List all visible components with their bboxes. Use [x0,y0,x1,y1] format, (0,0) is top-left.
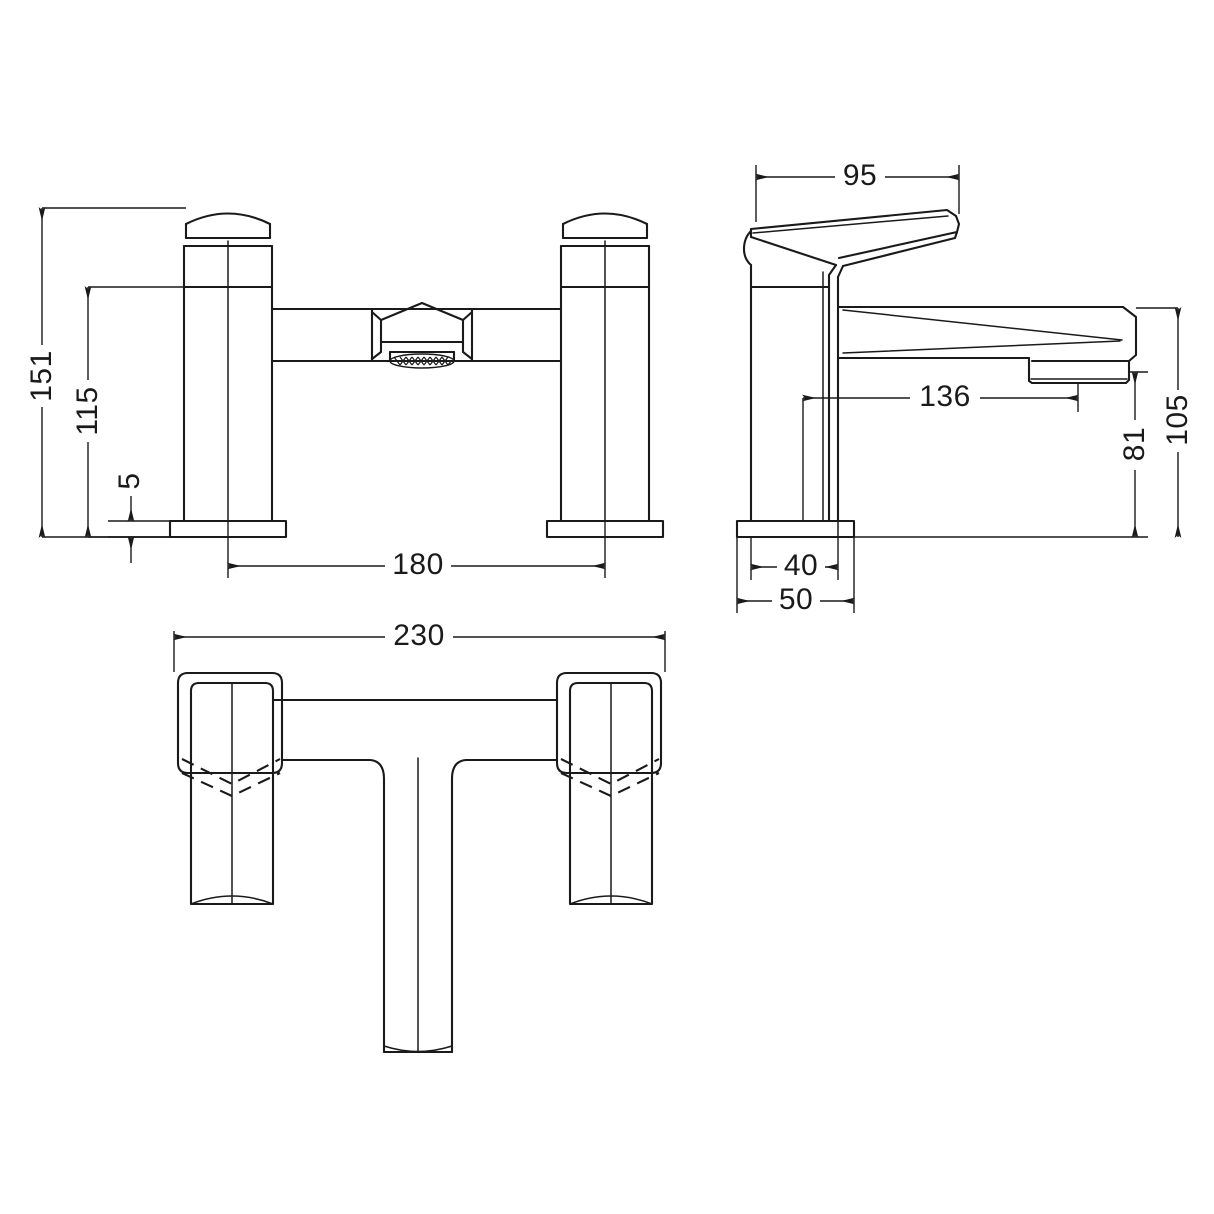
plan-crossbar [271,698,559,762]
front-right-handle [545,212,665,539]
front-elevation-view: 151 115 5 180 [24,207,665,584]
dimension-95: 95 [755,159,960,222]
dimension-50-label: 50 [779,583,813,616]
dimension-105-label: 105 [1161,394,1194,446]
dimension-115: 115 [70,286,184,538]
dimension-151: 151 [24,207,186,538]
dimension-81: 81 [854,371,1154,538]
dimension-136-label: 136 [919,380,971,413]
dimension-136: 136 [802,380,1079,521]
front-crossbar-body [270,307,563,363]
dimension-180-label: 180 [392,548,444,581]
side-lever-handle [742,208,961,523]
dimension-230: 230 [173,619,666,672]
dimension-230-label: 230 [393,619,445,652]
dimension-151-label: 151 [25,350,58,402]
front-aerator-outlet [370,301,474,369]
dimension-40-label: 40 [784,549,818,582]
dimension-105: 105 [1136,307,1198,538]
dimension-5-label: 5 [113,472,146,489]
dimension-180: 180 [227,521,606,584]
plan-view: 230 [173,619,666,1054]
side-body-column [749,263,831,523]
side-elevation-view: 95 136 81 105 [735,159,1198,619]
aerator-mesh-pattern [393,356,453,366]
dimension-5: 5 [108,462,170,563]
side-base-plate [735,519,856,539]
dimension-95-label: 95 [843,159,877,192]
plan-right-handle [555,671,663,906]
dimension-40: 40 [750,537,839,585]
plan-spout [368,757,468,1054]
plan-left-handle [176,671,284,906]
dimension-115-label: 115 [71,386,104,435]
front-left-handle [168,212,288,539]
side-spout [836,305,1138,385]
dimension-81-label: 81 [1118,427,1151,461]
dimension-50: 50 [736,537,855,619]
